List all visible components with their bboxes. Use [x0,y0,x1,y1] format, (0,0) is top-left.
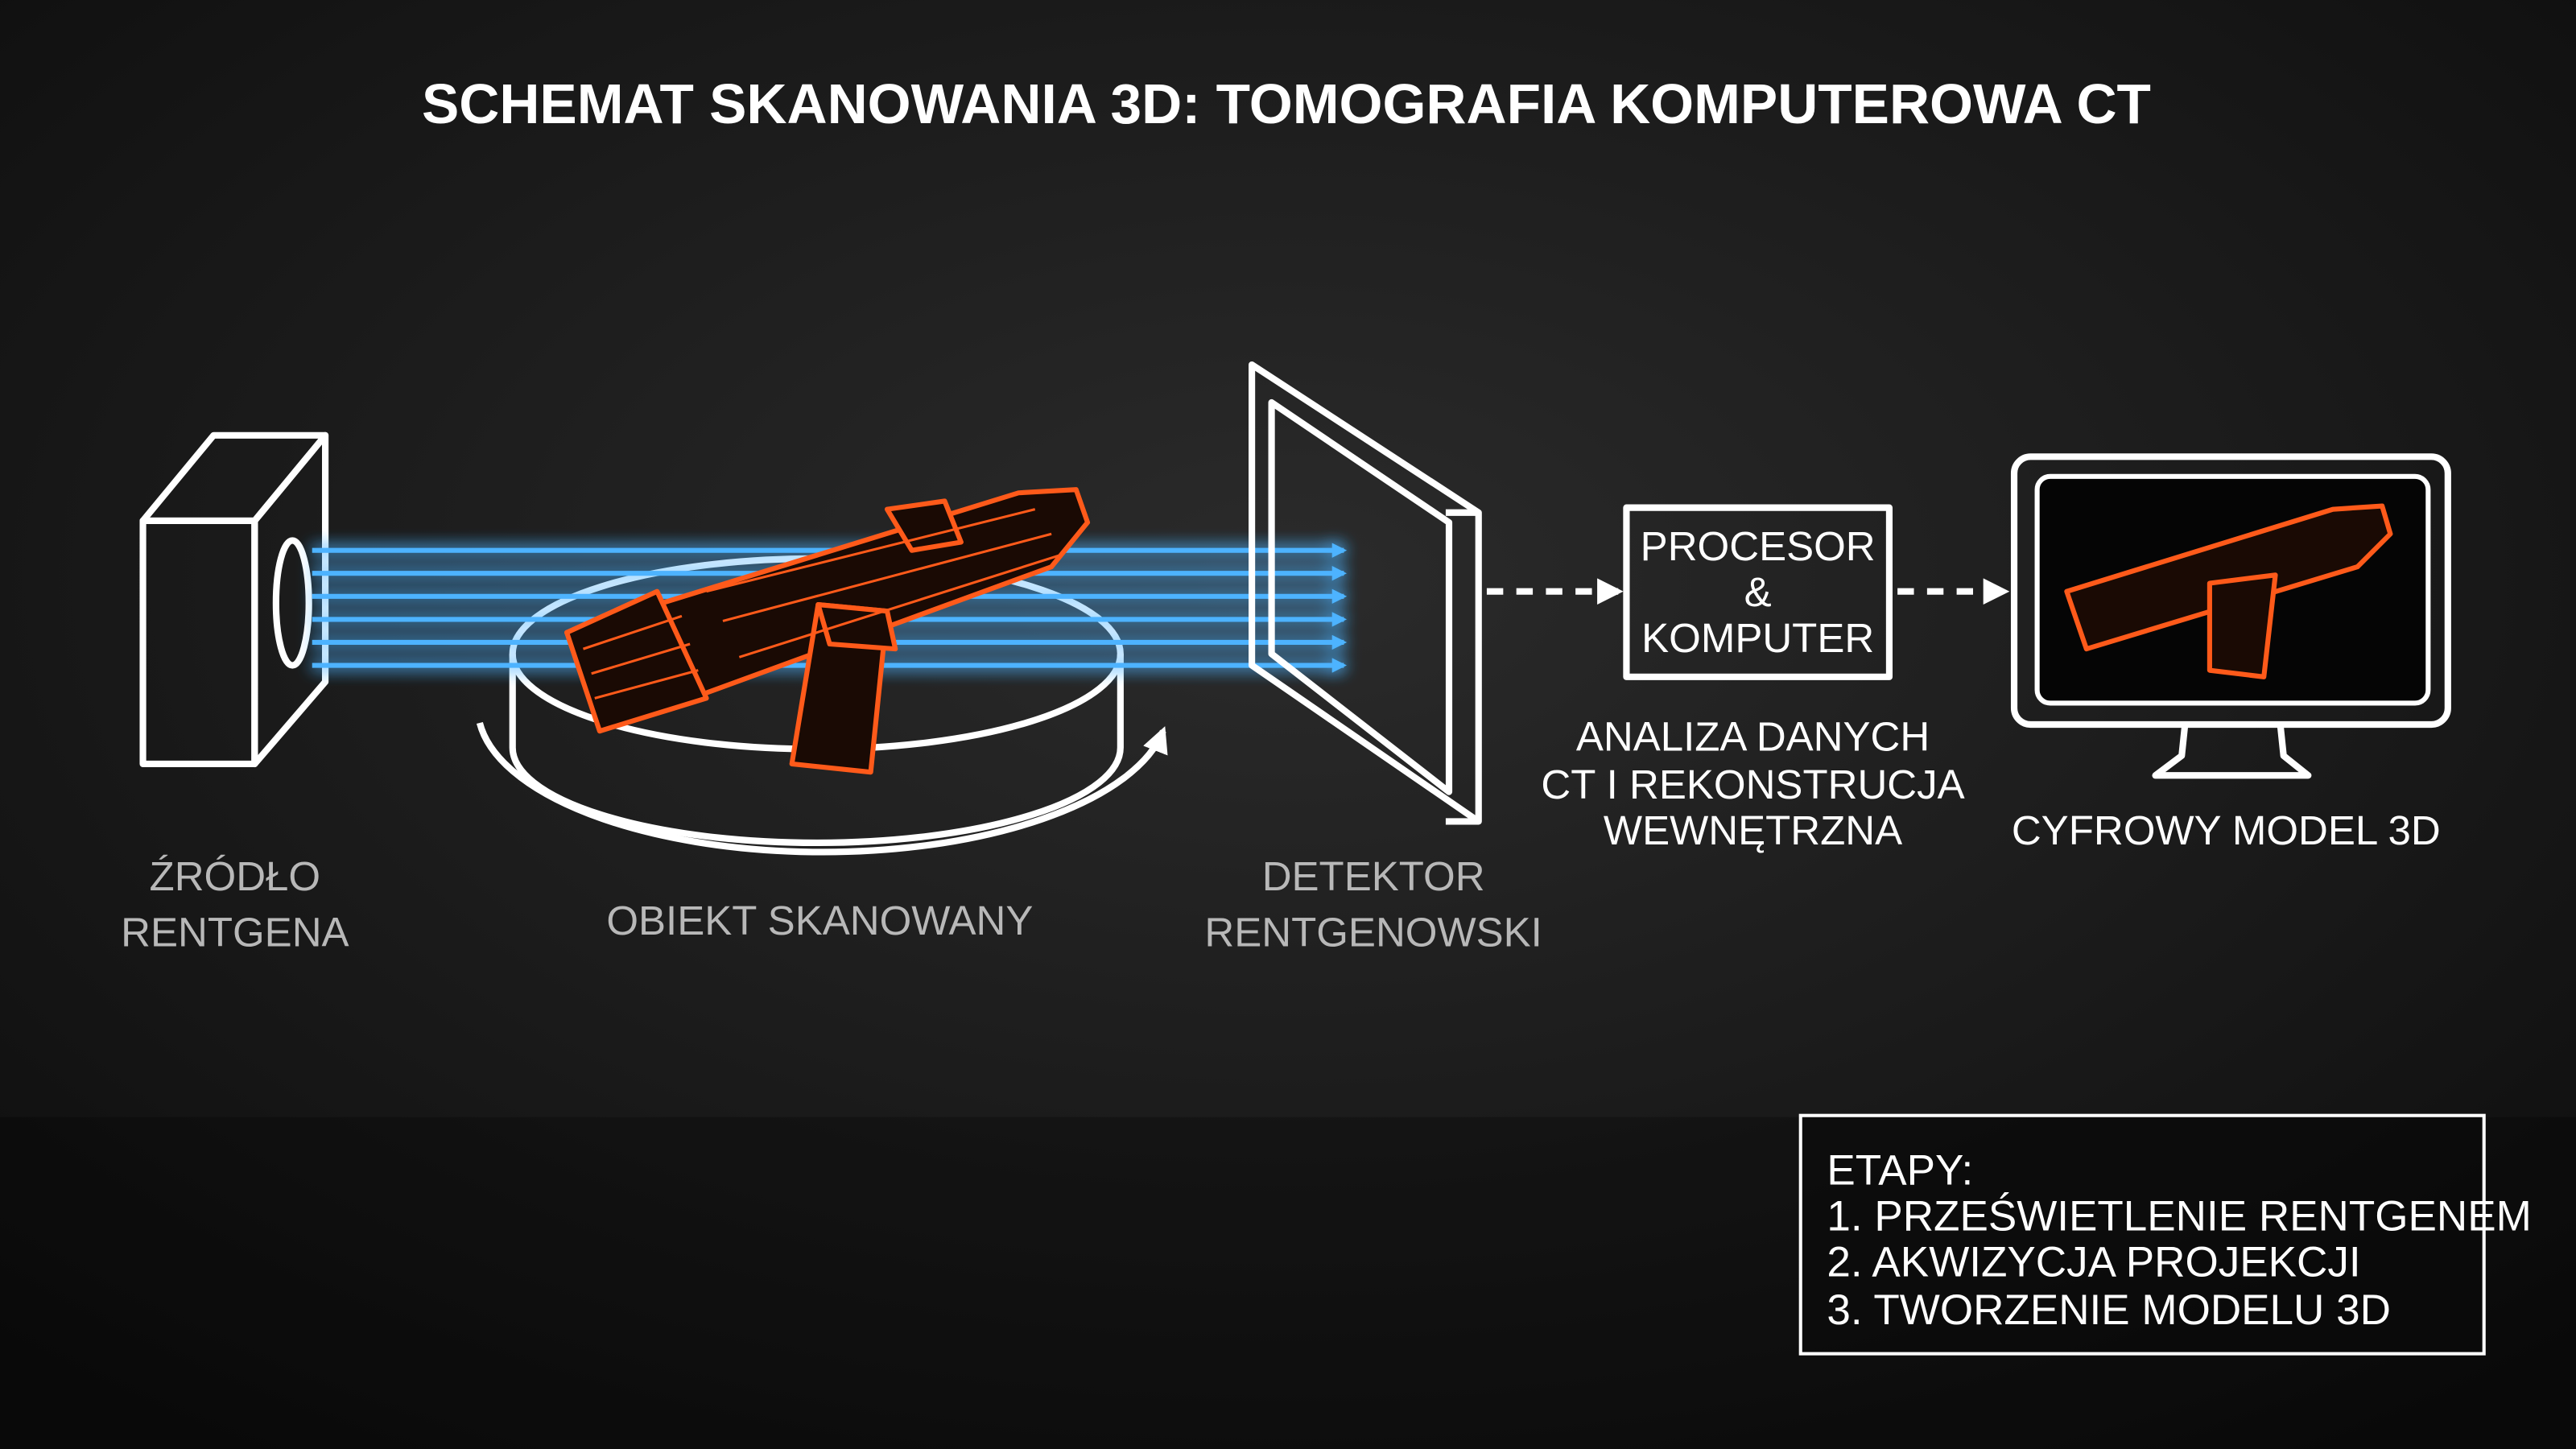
processor-box: PROCESOR & KOMPUTER [1623,504,1893,680]
stage-item: 2. AKWIZYCJA PROJEKCJI [1827,1239,2360,1286]
source-label-line1: ŹRÓDŁO [150,853,321,899]
stage-item: 3. TWORZENIE MODELU 3D [1827,1286,2391,1334]
page-title: SCHEMAT SKANOWANIA 3D: TOMOGRAFIA KOMPUT… [422,72,2151,135]
processor-label-line2: & [1744,569,1772,615]
object-label: OBIEKT SKANOWANY [606,898,1033,943]
processor-label-line3: KOMPUTER [1641,615,1874,661]
analysis-label-line2: CT I REKONSTRUCJA [1541,762,1964,807]
xray-detector-icon [1249,361,1482,825]
stage-item: 1. PRZEŚWIETLENIE RENTGENEM [1827,1191,2531,1241]
detector-label-line1: DETEKTOR [1262,853,1485,899]
processor-label-line1: PROCESOR [1641,523,1876,569]
xray-source-icon [139,431,329,768]
analysis-label-line1: ANALIZA DANYCH [1576,714,1930,760]
scanned-object-icon [564,487,1091,775]
model-label: CYFROWY MODEL 3D [2012,807,2441,853]
monitor-icon [2010,453,2451,779]
source-label-line2: RENTGENA [121,910,349,956]
stages-box: ETAPY: 1. PRZEŚWIETLENIE RENTGENEM 2. AK… [1798,1113,2532,1356]
analysis-label-line3: WEWNĘTRZNA [1604,807,1902,853]
stages-heading: ETAPY: [1827,1146,1973,1194]
detector-label-line2: RENTGENOWSKI [1204,910,1542,956]
